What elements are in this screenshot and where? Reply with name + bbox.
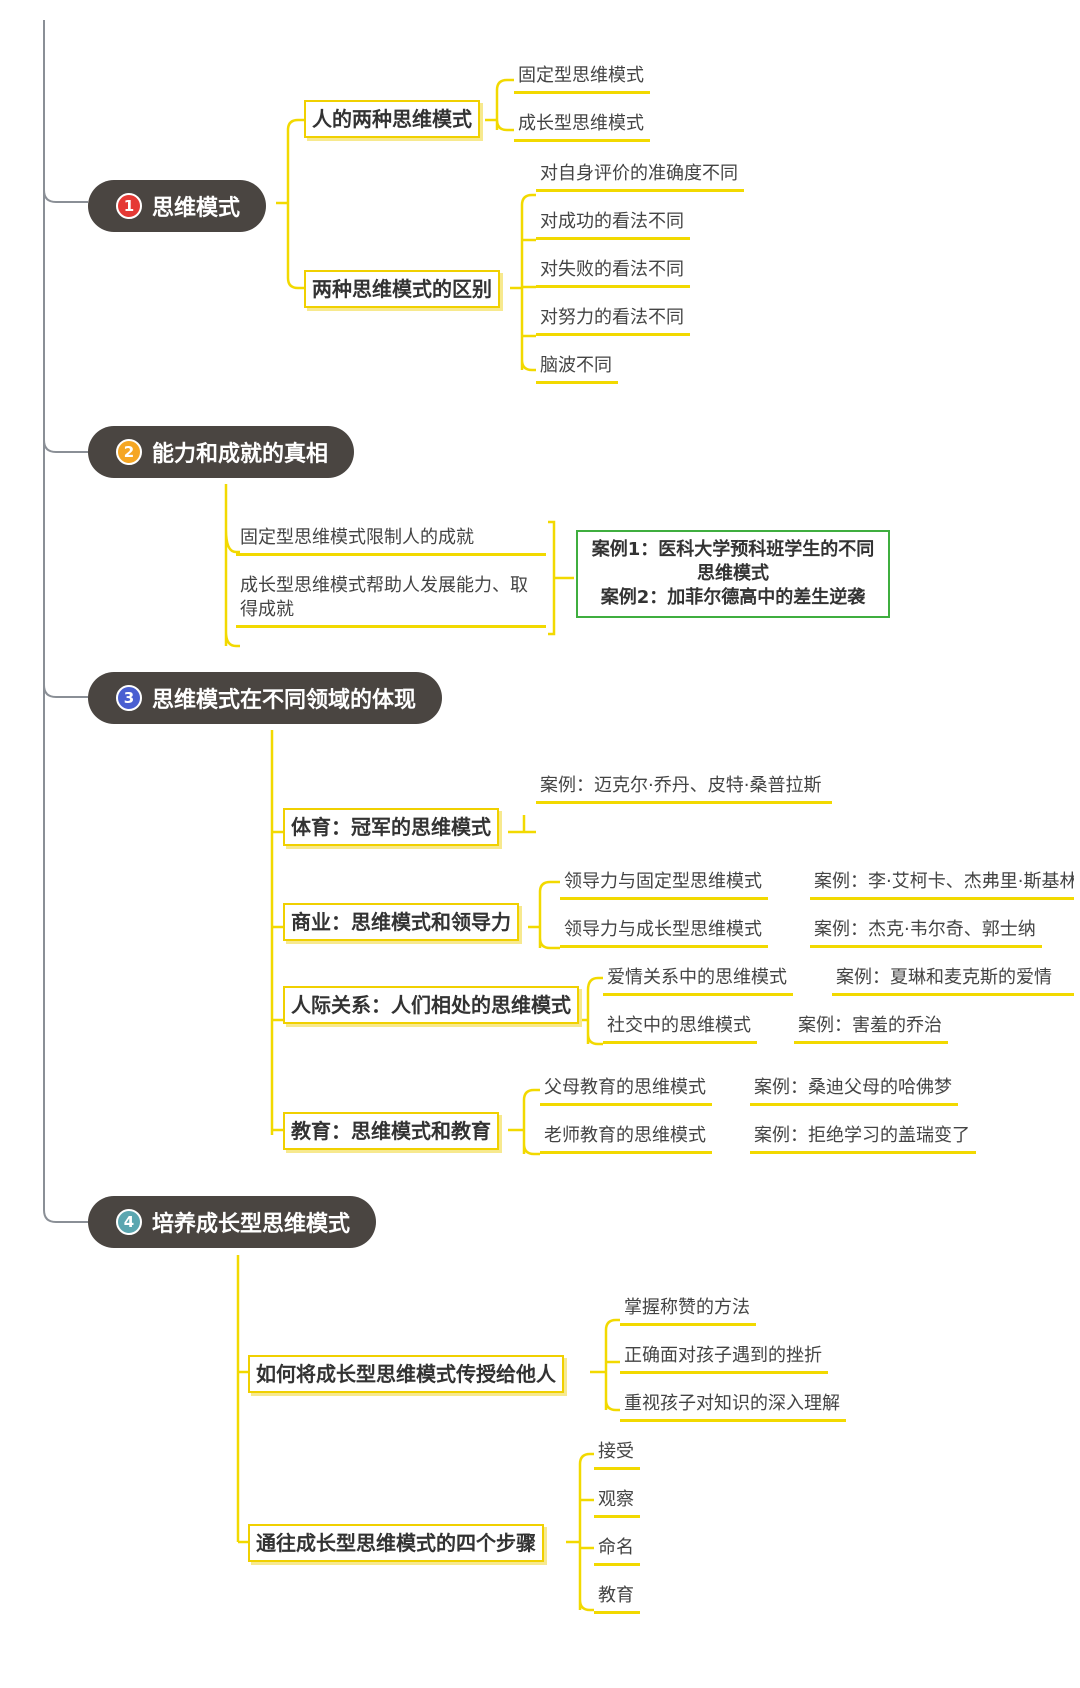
t3-rel-case-1[interactable]: 案例：夏琳和麦克斯的爱情 <box>832 966 1074 996</box>
t2-leaf-growth-helps[interactable]: 成长型思维模式帮助人发展能力、取得成就 <box>236 574 546 628</box>
topic-1-pill[interactable]: 1 思维模式 <box>88 180 267 232</box>
t3-sub-education[interactable]: 教育：思维模式和教育 <box>283 1112 499 1150</box>
t4-sub-four-steps[interactable]: 通往成长型思维模式的四个步骤 <box>248 1524 544 1562</box>
t1-leaf-growth[interactable]: 成长型思维模式 <box>514 112 650 142</box>
t3-edu-case-2[interactable]: 案例：拒绝学习的盖瑞变了 <box>750 1124 976 1154</box>
t4-step-observe[interactable]: 观察 <box>594 1488 640 1518</box>
t3-biz-leaf-2[interactable]: 领导力与成长型思维模式 <box>560 918 768 948</box>
t4-teach-leaf-2[interactable]: 正确面对孩子遇到的挫折 <box>620 1344 828 1374</box>
t2-leaf-fixed-limits[interactable]: 固定型思维模式限制人的成就 <box>236 526 546 556</box>
t1-leaf-fixed[interactable]: 固定型思维模式 <box>514 64 650 94</box>
number-4-icon: 4 <box>116 1209 142 1235</box>
t4-step-accept[interactable]: 接受 <box>594 1440 640 1470</box>
t3-biz-leaf-1[interactable]: 领导力与固定型思维模式 <box>560 870 768 900</box>
topic-4-pill[interactable]: 4 培养成长型思维模式 <box>88 1196 377 1248</box>
t3-biz-case-1[interactable]: 案例：李·艾柯卡、杰弗里·斯基林 <box>810 870 1074 900</box>
t1-diff-3[interactable]: 对失败的看法不同 <box>536 258 690 288</box>
number-3-icon: 3 <box>116 685 142 711</box>
t3-sub-relations[interactable]: 人际关系：人们相处的思维模式 <box>283 986 579 1024</box>
topic-1-label: 思维模式 <box>152 196 241 221</box>
t3-rel-leaf-1[interactable]: 爱情关系中的思维模式 <box>603 966 793 996</box>
topic-3-label: 思维模式在不同领域的体现 <box>152 688 417 713</box>
t1-sub-differences[interactable]: 两种思维模式的区别 <box>304 270 500 308</box>
t1-sub-two-mindsets[interactable]: 人的两种思维模式 <box>304 100 480 138</box>
t3-sub-sport[interactable]: 体育：冠军的思维模式 <box>283 808 499 846</box>
t1-diff-4[interactable]: 对努力的看法不同 <box>536 306 690 336</box>
t3-rel-leaf-2[interactable]: 社交中的思维模式 <box>603 1014 757 1044</box>
t2-case-2: 案例2：加菲尔德高中的差生逆袭 <box>600 587 866 608</box>
t3-sub-business[interactable]: 商业：思维模式和领导力 <box>283 903 519 941</box>
t1-diff-5[interactable]: 脑波不同 <box>536 354 618 384</box>
topic-4-label: 培养成长型思维模式 <box>152 1212 351 1237</box>
number-2-icon: 2 <box>116 439 142 465</box>
t2-case-box[interactable]: 案例1：医科大学预科班学生的不同思维模式 案例2：加菲尔德高中的差生逆袭 <box>576 530 890 618</box>
number-1-icon: 1 <box>116 193 142 219</box>
t1-diff-1[interactable]: 对自身评价的准确度不同 <box>536 162 744 192</box>
topic-2-pill[interactable]: 2 能力和成就的真相 <box>88 426 355 478</box>
t3-edu-leaf-1[interactable]: 父母教育的思维模式 <box>540 1076 712 1106</box>
t3-biz-case-2[interactable]: 案例：杰克·韦尔奇、郭士纳 <box>810 918 1042 948</box>
topic-3-pill[interactable]: 3 思维模式在不同领域的体现 <box>88 672 443 724</box>
t4-step-name[interactable]: 命名 <box>594 1536 640 1566</box>
t4-sub-teach-others[interactable]: 如何将成长型思维模式传授给他人 <box>248 1355 564 1393</box>
t1-diff-2[interactable]: 对成功的看法不同 <box>536 210 690 240</box>
t4-teach-leaf-1[interactable]: 掌握称赞的方法 <box>620 1296 756 1326</box>
t3-edu-case-1[interactable]: 案例：桑迪父母的哈佛梦 <box>750 1076 958 1106</box>
t3-edu-leaf-2[interactable]: 老师教育的思维模式 <box>540 1124 712 1154</box>
t4-step-educate[interactable]: 教育 <box>594 1584 640 1614</box>
t2-case-1: 案例1：医科大学预科班学生的不同思维模式 <box>591 539 875 584</box>
t3-rel-case-2[interactable]: 案例：害羞的乔治 <box>794 1014 948 1044</box>
t3-sport-case[interactable]: 案例：迈克尔·乔丹、皮特·桑普拉斯 <box>536 774 832 804</box>
topic-2-label: 能力和成就的真相 <box>152 442 329 467</box>
t4-teach-leaf-3[interactable]: 重视孩子对知识的深入理解 <box>620 1392 846 1422</box>
